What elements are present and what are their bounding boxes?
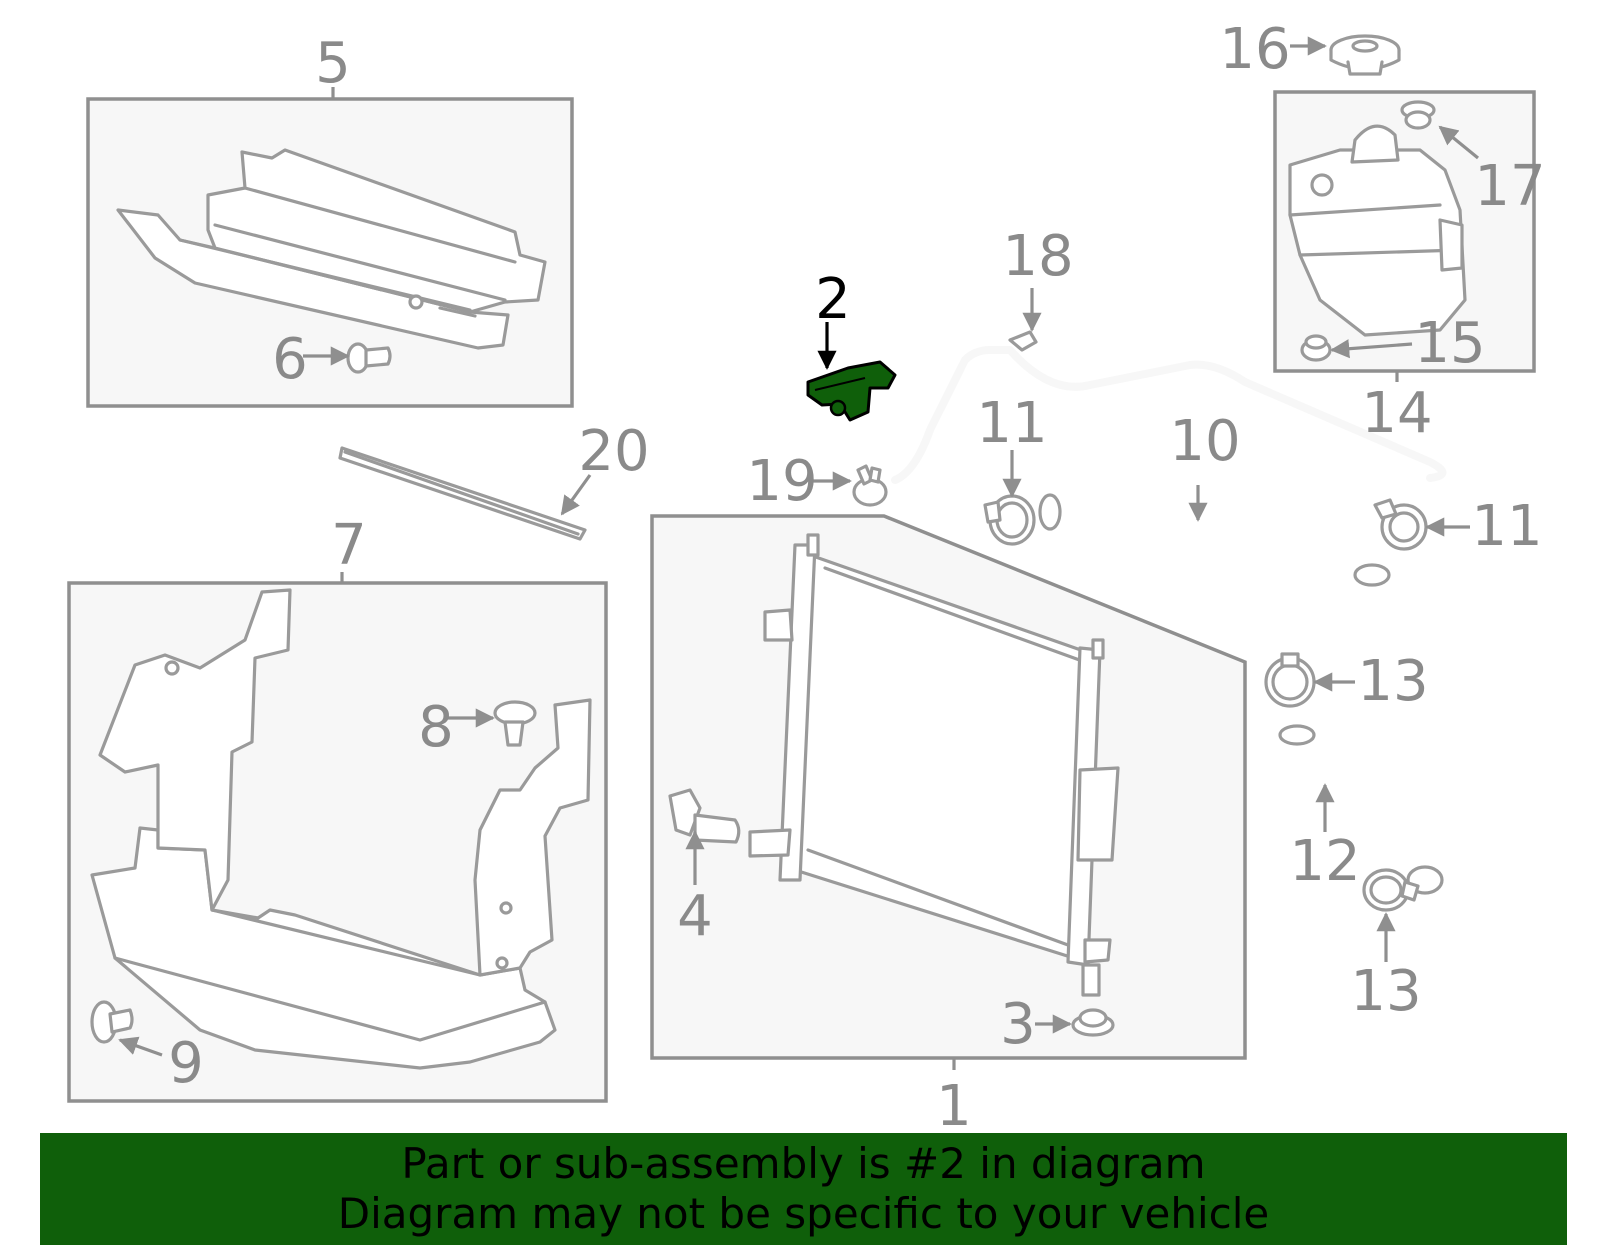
callout-14: 14 — [1361, 381, 1432, 446]
callout-13-upper: 13 — [1357, 649, 1428, 714]
coolant-reservoir — [1288, 124, 1467, 337]
clamp-19 — [852, 464, 888, 507]
callout-11-left: 11 — [976, 391, 1047, 456]
clamp-11-left — [983, 494, 1036, 546]
callout-17: 17 — [1474, 154, 1545, 219]
callout-15: 15 — [1414, 311, 1485, 376]
grommet-3 — [1071, 1008, 1115, 1037]
push-pin-6 — [346, 342, 392, 374]
clamp-13-lower — [1362, 868, 1420, 912]
banner-line-2: Diagram may not be specific to your vehi… — [337, 1189, 1270, 1238]
callout-19: 19 — [746, 449, 817, 514]
callout-8: 8 — [418, 695, 454, 760]
callout-16: 16 — [1219, 17, 1290, 82]
callout-13-lower: 13 — [1350, 959, 1421, 1024]
callout-9: 9 — [168, 1031, 204, 1096]
callout-18: 18 — [1002, 224, 1073, 289]
clamp-13-upper — [1264, 652, 1316, 708]
drain-plug-4 — [668, 788, 741, 844]
cap-17 — [1400, 100, 1436, 130]
callout-12: 12 — [1289, 829, 1360, 894]
callout-5: 5 — [315, 31, 351, 96]
pressure-cap-16 — [1329, 34, 1401, 76]
callout-4: 4 — [677, 884, 713, 949]
cap-15 — [1300, 334, 1332, 362]
callout-20: 20 — [578, 419, 649, 484]
callout-11-right: 11 — [1471, 494, 1542, 559]
callout-1: 1 — [936, 1074, 972, 1139]
overflow-hose-18 — [891, 330, 1447, 484]
lower-air-deflector — [90, 588, 592, 1070]
bracket-2-highlighted — [806, 360, 897, 422]
upper-hose-10 — [1036, 493, 1391, 626]
callout-10: 10 — [1169, 409, 1240, 474]
callout-7: 7 — [331, 513, 367, 578]
clamp-11-right — [1373, 498, 1428, 551]
radiator — [748, 533, 1120, 997]
banner-line-1: Part or sub-assembly is #2 in diagram — [401, 1139, 1206, 1188]
callout-6: 6 — [272, 327, 308, 392]
callout-2: 2 — [815, 267, 851, 332]
callout-3: 3 — [1000, 992, 1036, 1057]
upper-air-baffle — [116, 148, 547, 350]
push-pin-9 — [90, 1000, 134, 1044]
lower-hose-12 — [1278, 721, 1456, 895]
info-banner: Part or sub-assembly is #2 in diagram Di… — [40, 1133, 1567, 1245]
push-pin-8 — [493, 700, 537, 747]
seal-strip-20 — [338, 446, 587, 541]
